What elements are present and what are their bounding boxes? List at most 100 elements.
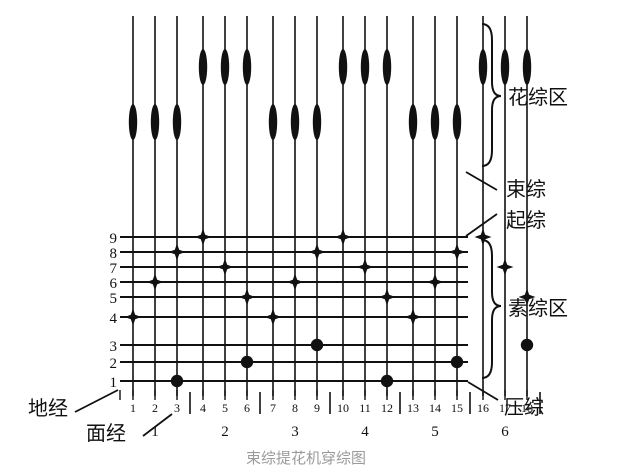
flower-heddle-lens [452,104,462,140]
group-number-2: 2 [221,424,229,440]
row-number-4: 4 [110,311,118,327]
group-separator-group [189,392,541,414]
plain-heddle-star [496,258,514,276]
column-number-14: 14 [429,401,441,415]
ground-heddle-dot [240,355,254,369]
plain-heddle-star [426,273,444,291]
column-number-11: 11 [359,401,371,415]
flower-heddle-lens [198,49,208,85]
row-number-6: 6 [110,276,118,292]
column-number-9: 9 [314,401,320,415]
flower-heddle-lens [430,104,440,140]
plain-heddle-star [448,243,466,261]
bottom-tick-group [119,390,528,400]
pressing-heddle-leader [467,381,499,401]
plain-heddle-star-group [124,228,536,326]
column-number-15: 15 [451,401,463,415]
figure-caption: 束综提花机穿综图 [246,449,366,466]
flower-heddle-lens [360,49,370,85]
flower-heddle-lens [382,49,392,85]
flower-heddle-lens [500,49,510,85]
plain-heddle-star [216,258,234,276]
plain-heddle-star [168,243,186,261]
column-number-13: 13 [407,401,419,415]
bundle-heddle-label: 束综 [506,177,546,201]
row-number-2: 2 [110,356,118,372]
ground-warp-leader [74,389,119,413]
face-warp-leader [142,413,173,437]
ground-heddle-dot [310,338,324,352]
face-warp-label: 面经 [86,421,126,445]
plain-heddle-star [474,228,492,246]
row-number-9: 9 [110,231,118,247]
row-number-7: 7 [110,261,118,277]
column-number-1: 1 [130,401,136,415]
ground-warp-label: 地经 [28,396,68,420]
row-number-5: 5 [110,291,118,307]
flower-zone-label: 花综区 [508,85,568,109]
ground-heddle-dot [380,374,394,388]
bundle-heddle-leader [465,171,498,191]
column-number-6: 6 [244,401,250,415]
plain-zone-brace [481,239,502,379]
plain-heddle-star [124,308,142,326]
group-number-5: 5 [431,424,439,440]
flower-heddle-lens [150,104,160,140]
column-number-17: 17 [499,401,511,415]
plain-heddle-star [286,273,304,291]
ground-heddle-dot-group [170,338,534,388]
ground-heddle-dot [520,338,534,352]
lifting-heddle-label: 起综 [506,208,546,232]
plain-heddle-star [264,308,282,326]
column-number-3: 3 [174,401,180,415]
column-number-8: 8 [292,401,298,415]
column-number-12: 12 [381,401,393,415]
column-number-4: 4 [200,401,206,415]
row-number-3: 3 [110,339,118,355]
column-number-16: 16 [477,401,489,415]
flower-heddle-lens [268,104,278,140]
flower-zone-brace [481,23,502,167]
group-number-1: 1 [151,424,159,440]
flower-heddle-lens [312,104,322,140]
column-number-2: 2 [152,401,158,415]
group-number-6: 6 [501,424,509,440]
flower-heddle-lens [128,104,138,140]
flower-heddle-lens [290,104,300,140]
plain-heddle-star [378,288,396,306]
lifting-heddle-leader [465,213,498,237]
plain-heddle-star [238,288,256,306]
plain-heddle-star [194,228,212,246]
pressing-heddle-label: 压综 [504,395,544,419]
plain-zone-label: 素综区 [508,296,568,320]
flower-heddle-lens [172,104,182,140]
ground-heddle-dot [450,355,464,369]
row-number-8: 8 [110,246,118,262]
group-number-3: 3 [291,424,299,440]
ground-heddle-dot [170,374,184,388]
column-number-10: 10 [337,401,349,415]
flower-heddle-lens [338,49,348,85]
flower-heddle-lens [522,49,532,85]
row-number-1: 1 [110,375,118,391]
flower-heddle-lens [220,49,230,85]
column-number-18: 18 [521,401,533,415]
column-number-7: 7 [270,401,276,415]
plain-heddle-star [146,273,164,291]
plain-heddle-star [356,258,374,276]
group-number-group: 1 2 3 4 5 6 [151,424,509,440]
group-number-4: 4 [361,424,369,440]
plain-heddle-star [308,243,326,261]
plain-heddle-star [334,228,352,246]
flower-heddle-lens [408,104,418,140]
column-number-5: 5 [222,401,228,415]
plain-heddle-star [404,308,422,326]
flower-heddle-lens [242,49,252,85]
plain-heddle-star [518,288,536,306]
flower-heddle-lens [478,49,488,85]
